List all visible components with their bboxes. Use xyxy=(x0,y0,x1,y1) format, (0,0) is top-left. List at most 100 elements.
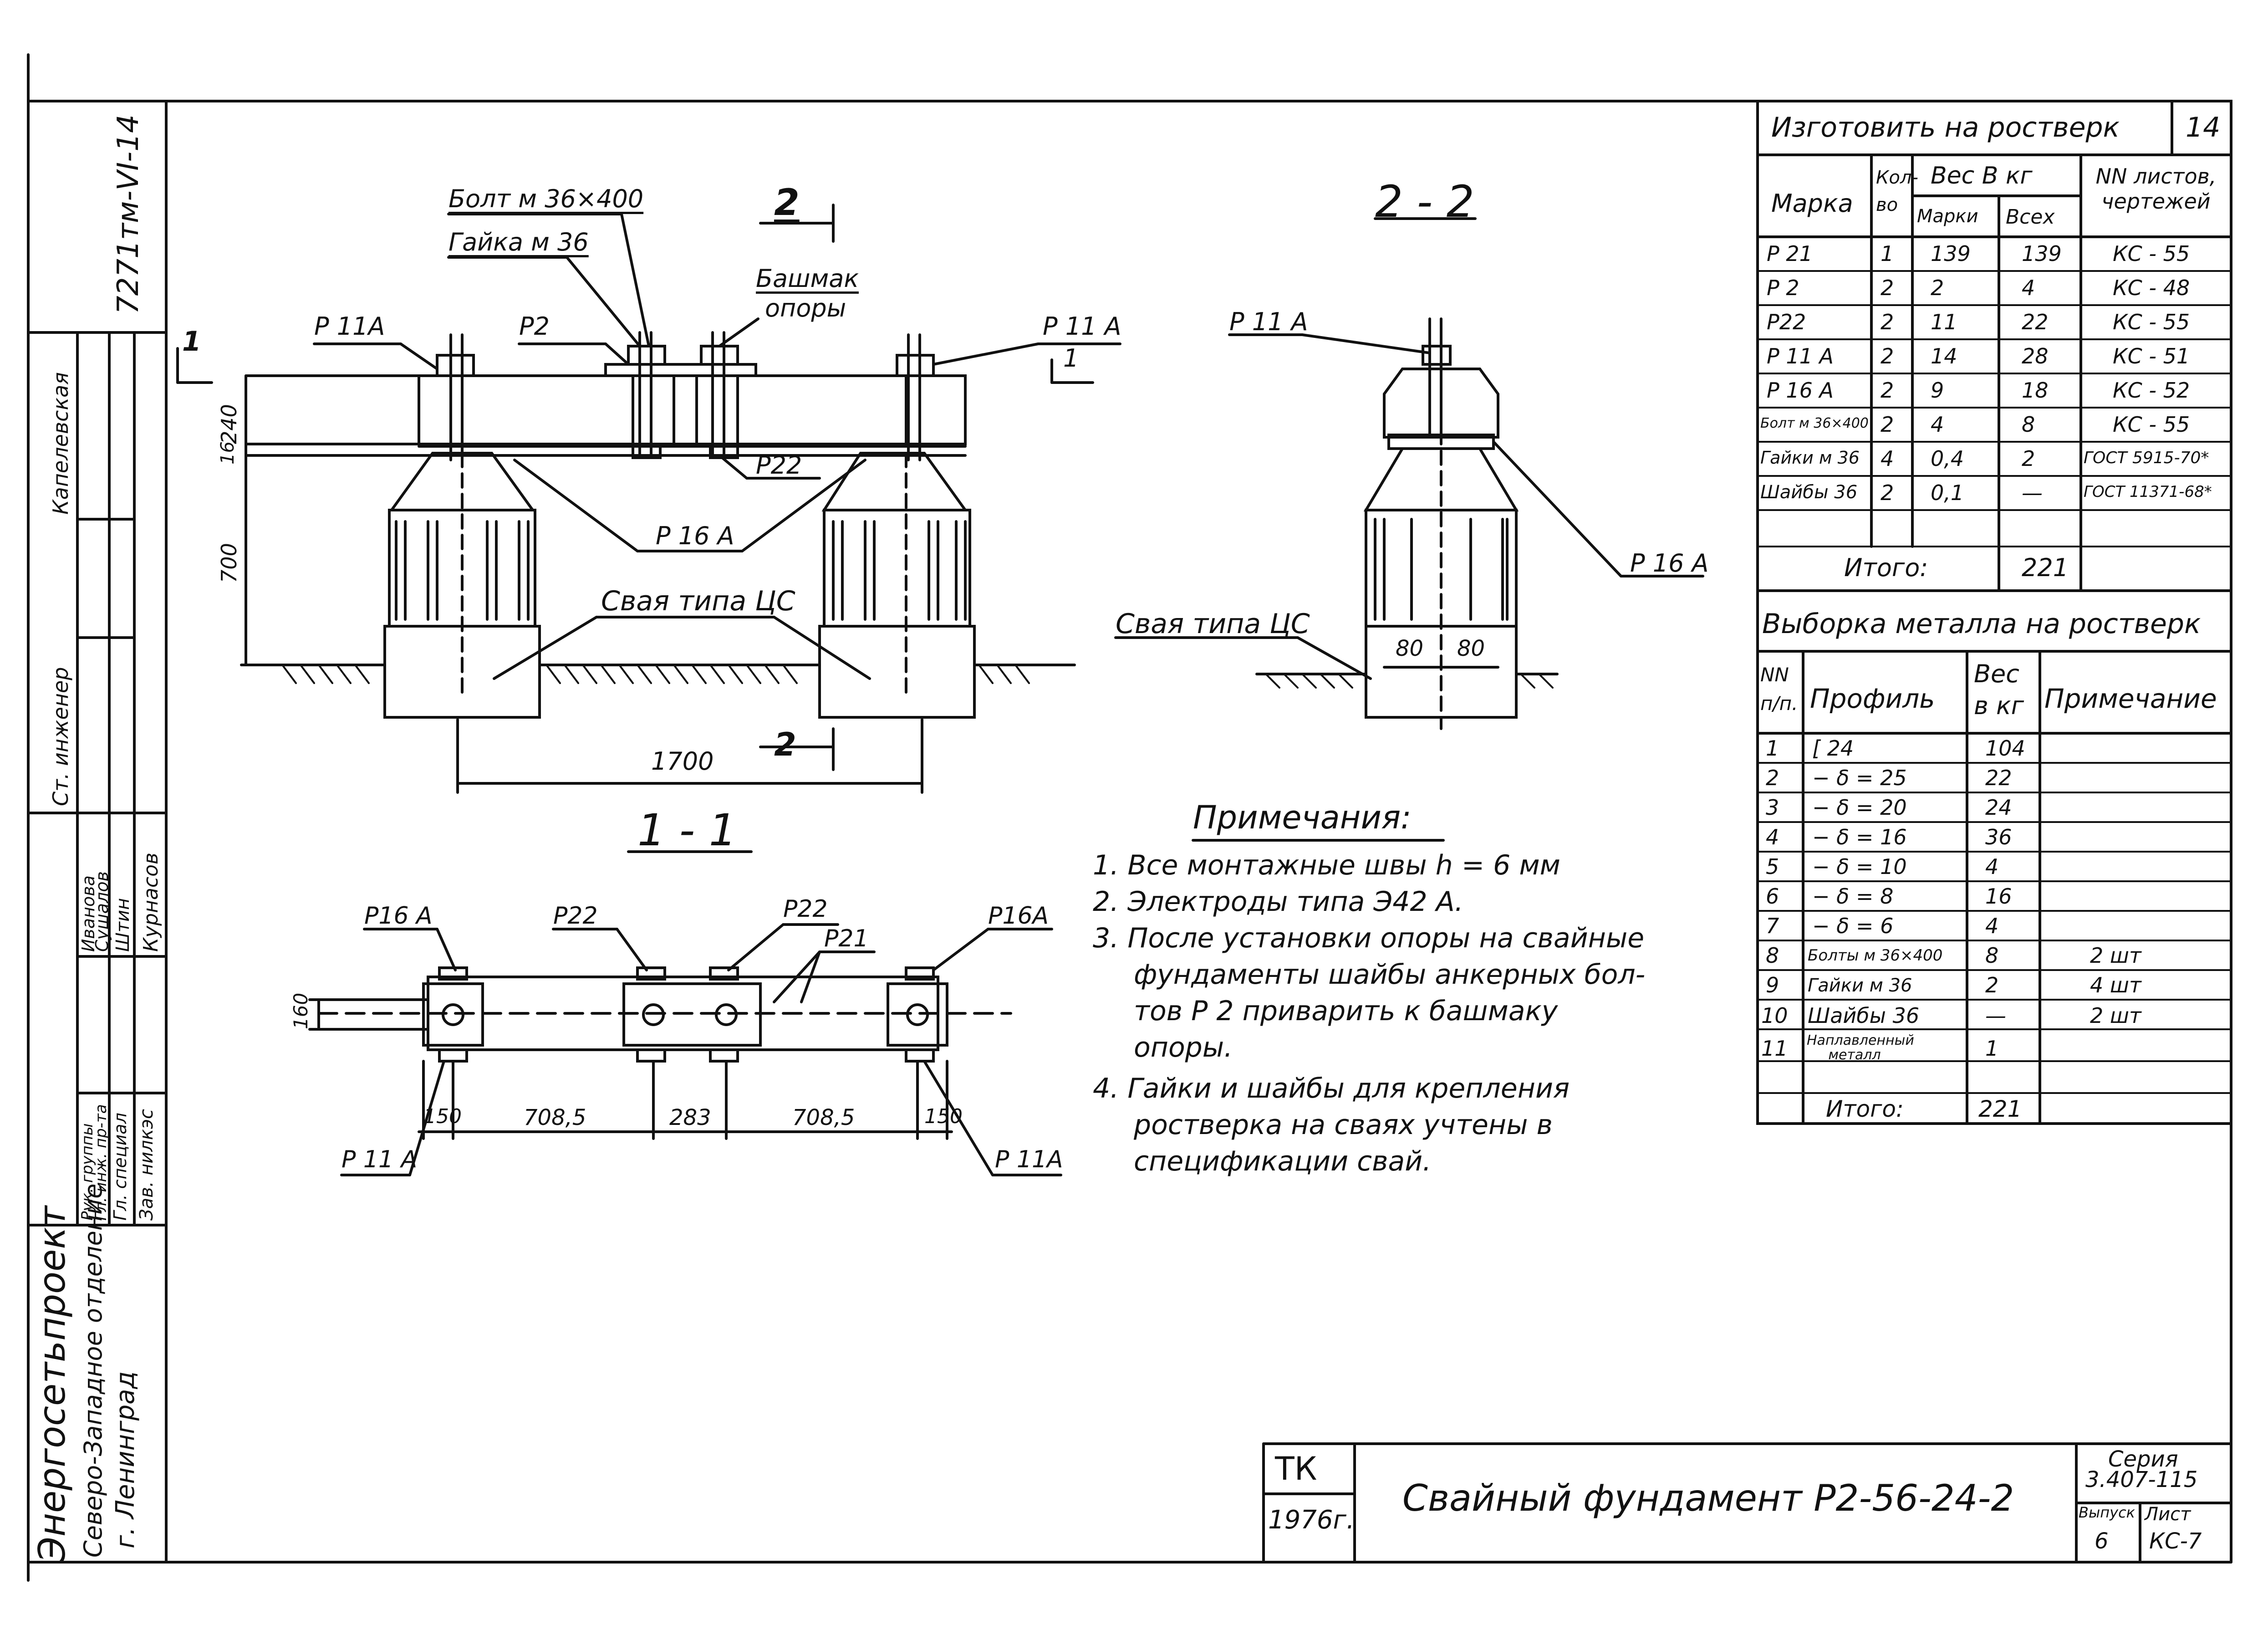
spec-cell-qty: 1 xyxy=(1881,241,1894,266)
spec-header-qty: Кол-во xyxy=(1876,167,1918,215)
section-1-1-title: 1 - 1 xyxy=(637,805,737,856)
spec-cell-mark: Р22 xyxy=(1767,310,1806,334)
section-1-marker: 1 xyxy=(182,326,201,358)
p22-label: Р22 xyxy=(756,451,802,480)
spec-cell-qty: 2 xyxy=(1881,276,1894,300)
metal-cell-profile: − δ = 16 xyxy=(1812,825,1907,849)
metal-header-weight: Вес в кг xyxy=(1974,659,2024,720)
metal-cell-weight: 24 xyxy=(1985,795,2012,820)
title-block-org: ТК xyxy=(1275,1450,1317,1487)
spec-total-value: 221 xyxy=(2022,553,2069,582)
spec-cell-qty: 4 xyxy=(1881,446,1894,471)
spec-cell-sheet: КС - 55 xyxy=(2113,310,2190,334)
s11-dim-708a: 708,5 xyxy=(524,1105,586,1130)
table-row: 2 − δ = 25 22 xyxy=(1758,763,2231,792)
metal-cell-no: 10 xyxy=(1761,1003,1788,1028)
p16a-label: Р 16 А xyxy=(656,521,734,550)
metal-cell-profile: − δ = 6 xyxy=(1812,914,1894,938)
section-2-marker: 2 xyxy=(774,181,800,224)
note-line: ростверка на сваях учтены в xyxy=(1134,1109,1553,1141)
table-row: Р 16 А 2 9 18 КС - 52 xyxy=(1758,373,2231,408)
s22-pile-label: Свая типа ЦС xyxy=(1116,608,1310,640)
spec-cell-w-mark: 9 xyxy=(1931,378,1944,403)
spec-cell-w-mark: 4 xyxy=(1931,412,1944,437)
spec-cell-sheet: ГОСТ 11371-68* xyxy=(2084,483,2212,501)
s22-dim-80a: 80 xyxy=(1396,636,1424,661)
metal-cell-profile: − δ = 8 xyxy=(1812,884,1894,909)
spec-cell-w-all: 28 xyxy=(2022,344,2049,368)
s22-p11a-label: Р 11 А xyxy=(1229,307,1308,336)
table-row: Р 11 А 2 14 28 КС - 51 xyxy=(1758,339,2231,373)
p11a-left-label: Р 11А xyxy=(314,312,385,341)
table-row: 7 − δ = 6 4 xyxy=(1758,911,2231,940)
org-city: г. Ленинград xyxy=(111,1371,140,1548)
table-row: 4 − δ = 16 36 xyxy=(1758,822,2231,852)
stamp-name-top: Капелевская xyxy=(48,372,73,515)
metal-cell-profile: [ 24 xyxy=(1812,736,1854,761)
spec-cell-mark: Шайбы 36 xyxy=(1760,482,1858,503)
table-row: Р 2 2 2 4 КС - 48 xyxy=(1758,271,2231,305)
metal-cell-profile: Гайки м 36 xyxy=(1808,975,1912,996)
metal-cell-weight: 4 xyxy=(1985,854,1999,879)
metal-cell-no: 8 xyxy=(1766,943,1779,968)
section-2-bottom-marker: 2 xyxy=(774,726,796,763)
spec-cell-w-all: 2 xyxy=(2022,446,2035,471)
note-line: тов Р 2 приварить к башмаку xyxy=(1134,995,1558,1027)
spec-cell-sheet: КС - 51 xyxy=(2113,344,2190,368)
s11-dim-283: 283 xyxy=(669,1105,711,1130)
spec-cell-mark: Р 21 xyxy=(1767,241,1813,266)
section-2-2-title: 2 - 2 xyxy=(1375,176,1474,227)
spec-cell-w-all: 4 xyxy=(2022,276,2035,300)
s11-p21: Р21 xyxy=(824,925,869,952)
metal-header-note: Примечание xyxy=(2044,683,2217,714)
spec-cell-w-all: 18 xyxy=(2022,378,2049,403)
spec-cell-w-mark: 11 xyxy=(1931,310,1957,334)
spec-total-label: Итого: xyxy=(1844,553,1928,582)
spec-cell-mark: Болт м 36×400 xyxy=(1760,415,1869,431)
spec-header-mark: Марка xyxy=(1771,189,1853,218)
spec-cell-mark: Гайки м 36 xyxy=(1760,448,1860,468)
spec-cell-w-mark: 2 xyxy=(1931,276,1944,300)
metal-cell-profile: Наплавленный металл xyxy=(1807,1032,1914,1063)
s11-p16a-left: Р16 А xyxy=(364,902,433,930)
metal-cell-no: 5 xyxy=(1766,854,1779,879)
spec-cell-qty: 2 xyxy=(1881,310,1894,334)
table-row: 3 − δ = 20 24 xyxy=(1758,792,2231,822)
s11-p11a-right: Р 11А xyxy=(995,1146,1063,1173)
metal-cell-no: 1 xyxy=(1766,736,1779,761)
table-row: 1 [ 24 104 xyxy=(1758,733,2231,763)
spec-header-weight: Вес В кг xyxy=(1931,162,2033,189)
note-line: 3. После установки опоры на свайные xyxy=(1093,922,1645,954)
spec-cell-w-mark: 139 xyxy=(1931,241,1971,266)
spec-cell-qty: 2 xyxy=(1881,412,1894,437)
metal-total-label: Итого: xyxy=(1826,1096,1904,1122)
title-block-year: 1976г. xyxy=(1268,1505,1355,1535)
metal-cell-profile: − δ = 20 xyxy=(1812,795,1907,820)
metal-cell-no: 9 xyxy=(1766,973,1779,997)
spec-cell-sheet: КС - 48 xyxy=(2113,276,2190,300)
metal-cell-no: 3 xyxy=(1766,795,1779,820)
spec-cell-sheet: КС - 55 xyxy=(2113,412,2190,437)
spec-header-w-mark: Марки xyxy=(1917,206,1978,227)
s11-p11a-left: Р 11 А xyxy=(341,1146,418,1173)
spec-table-title: Изготовить на ростверк xyxy=(1771,112,2120,143)
note-line: фундаменты шайбы анкерных бол- xyxy=(1134,959,1646,991)
table-row: 10 Шайбы 36 — 2 шт xyxy=(1758,1000,2231,1032)
dim-16: 16 xyxy=(217,441,238,465)
stamp-role-top: Ст. инженер xyxy=(48,667,73,806)
dim-700: 700 xyxy=(217,543,241,583)
note-line: опоры. xyxy=(1134,1032,1233,1063)
metal-cell-weight: 8 xyxy=(1985,943,1999,968)
stamp-name: Курнасов xyxy=(139,853,163,952)
table-row: 5 − δ = 10 4 xyxy=(1758,852,2231,881)
spec-cell-mark: Р 2 xyxy=(1767,276,1799,300)
metal-cell-no: 7 xyxy=(1766,914,1779,938)
spec-cell-w-mark: 14 xyxy=(1931,344,1957,368)
spec-cell-w-all: — xyxy=(2022,480,2043,505)
metal-table-title: Выборка металла на ростверк xyxy=(1762,608,2201,640)
metal-cell-no: 11 xyxy=(1761,1036,1788,1061)
s11-dim-150b: 150 xyxy=(924,1105,963,1128)
metal-cell-profile: Шайбы 36 xyxy=(1808,1003,1920,1028)
metal-cell-profile: Болты м 36×400 xyxy=(1808,946,1943,965)
